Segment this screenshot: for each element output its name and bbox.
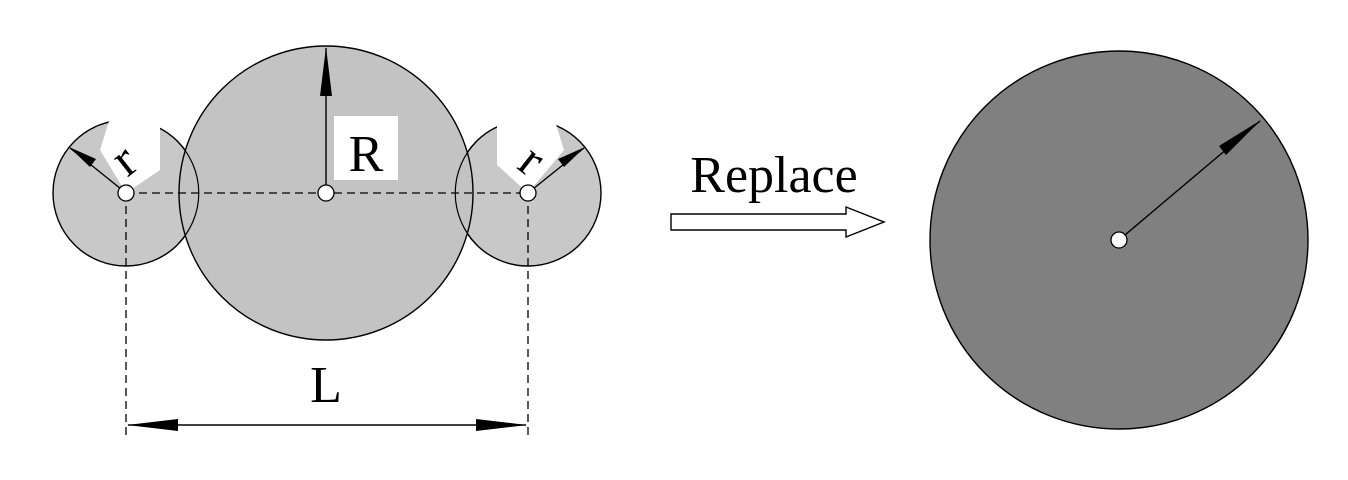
left-radius-label-box	[100, 118, 160, 193]
length-right-arrowhead	[476, 419, 527, 431]
replacement-radius-arrowhead	[1219, 120, 1261, 155]
big-radius-label: R	[349, 126, 384, 183]
length-left-arrowhead	[127, 419, 178, 431]
big-radius-arrowhead	[320, 47, 332, 96]
length-label: L	[310, 357, 342, 414]
right-center-dot	[519, 184, 537, 202]
right-radius-label-box	[497, 118, 564, 193]
left-small-radius: r	[69, 118, 160, 194]
big-center-dot	[317, 184, 335, 202]
right-small-radius: r	[497, 118, 585, 194]
three-sphere-model: R r r L	[52, 45, 602, 436]
replace-hollow-arrow	[670, 205, 886, 239]
replace-arrow-group: Replace	[670, 147, 886, 239]
replacement-sphere	[929, 50, 1309, 430]
replacement-center-dot	[1110, 231, 1128, 249]
left-radius-arrowhead	[69, 147, 96, 167]
right-radius-arrowhead	[558, 147, 585, 167]
big-radius-label-box	[334, 116, 398, 180]
replace-label: Replace	[690, 147, 857, 204]
left-center-dot	[117, 184, 135, 202]
